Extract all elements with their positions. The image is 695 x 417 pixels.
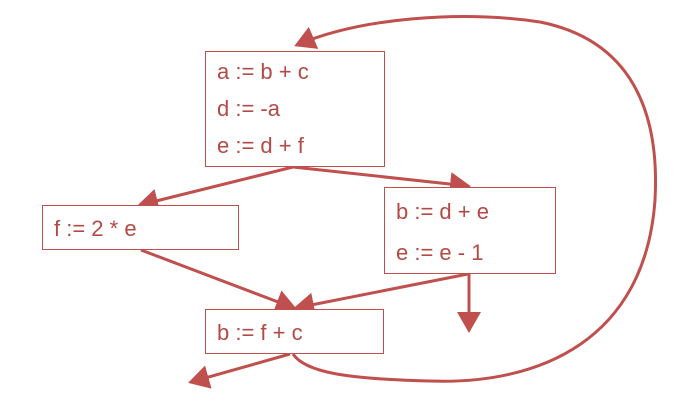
statement-a: a := b + c [217,59,309,84]
statement-b: b := d + e [396,199,489,224]
basic-block-b0: a := b + c d := -a e := d + f [205,51,385,167]
statement-e: e := d + f [217,133,304,158]
edge-b1-to-b3 [140,248,297,313]
basic-block-b2: b := d + e e := e - 1 [384,187,556,274]
basic-block-b1: f := 2 * e [42,205,239,250]
edge-b0-to-b1 [137,165,294,213]
basic-block-b3: b := f + c [205,309,384,354]
statement-f: f := 2 * e [54,216,137,241]
statement-b-reassign: b := f + c [217,320,303,345]
edge-b3-to-b0-loop [291,15,658,383]
edge-b3-to-exit [188,352,291,389]
statement-d: d := -a [217,96,280,121]
edge-b0-to-b2 [292,165,471,196]
statement-e-decrement: e := e - 1 [396,240,484,265]
edge-b2-to-b3 [293,272,469,317]
